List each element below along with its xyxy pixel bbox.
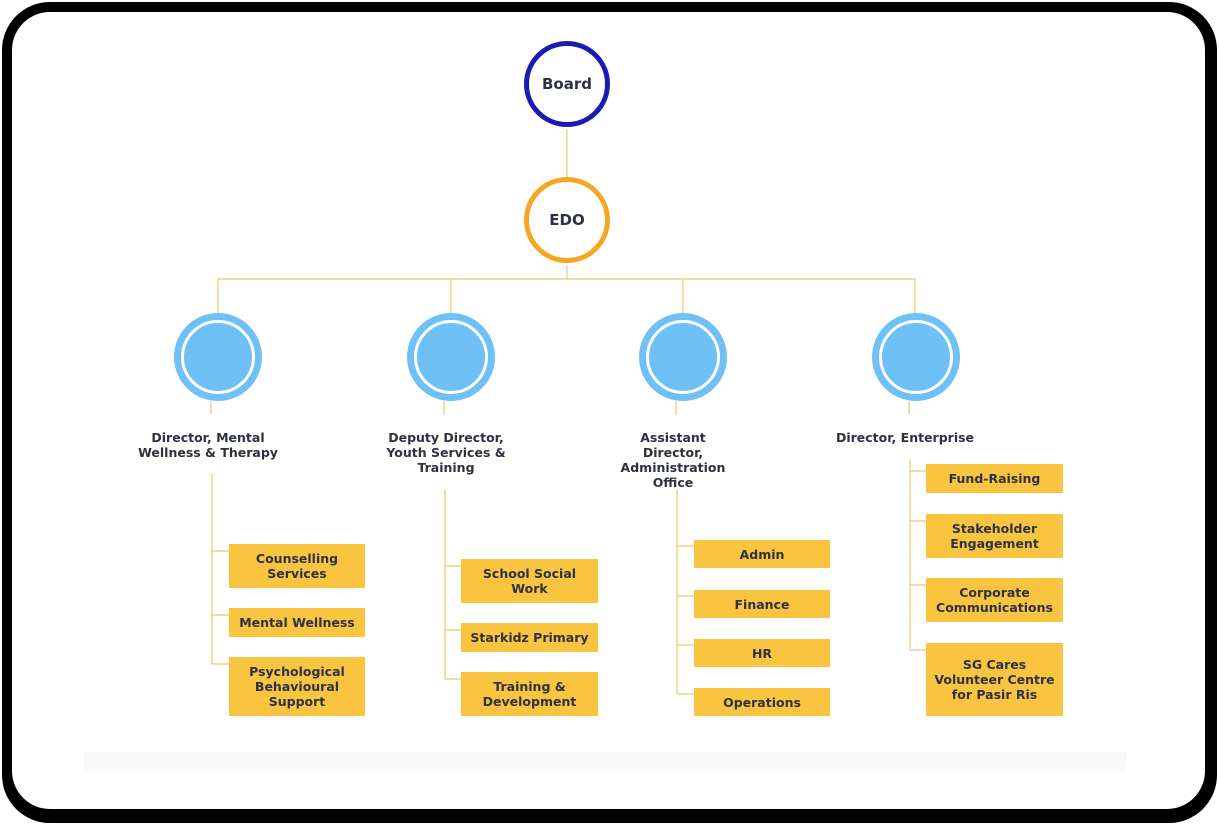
director-4-circle	[872, 313, 960, 401]
unit-finance: Finance	[694, 590, 830, 618]
board-label: Board	[542, 75, 592, 93]
unit-operations: Operations	[694, 688, 830, 716]
unit-psychological-behavioural-support: Psychological Behavioural Support	[229, 657, 365, 716]
unit-starkidz-primary: Starkidz Primary	[461, 623, 598, 652]
director-2-circle	[407, 313, 495, 401]
unit-sg-cares-volunteer-centre: SG Cares Volunteer Centre for Pasir Ris	[926, 643, 1063, 716]
unit-training-development: Training & Development	[461, 672, 598, 716]
board-node: Board	[524, 41, 610, 127]
director-3-title: Assistant Director, Administration Offic…	[620, 430, 726, 490]
director-4-title: Director, Enterprise	[835, 430, 975, 445]
director-2-title: Deputy Director, Youth Services & Traini…	[386, 430, 506, 475]
unit-admin: Admin	[694, 540, 830, 568]
director-3-circle	[639, 313, 727, 401]
edo-node: EDO	[524, 177, 610, 263]
shadow-band	[84, 752, 1126, 772]
unit-stakeholder-engagement: Stakeholder Engagement	[926, 514, 1063, 558]
unit-hr: HR	[694, 639, 830, 667]
unit-fund-raising: Fund-Raising	[926, 464, 1063, 493]
unit-school-social-work: School Social Work	[461, 559, 598, 603]
connector-lines	[210, 129, 927, 695]
unit-counselling-services: Counselling Services	[229, 544, 365, 588]
edo-label: EDO	[549, 211, 585, 229]
org-chart-card: Board EDO Director, Mental Wellness & Th…	[12, 12, 1205, 809]
director-1-title: Director, Mental Wellness & Therapy	[138, 430, 278, 460]
unit-mental-wellness: Mental Wellness	[229, 608, 365, 637]
unit-corporate-communications: Corporate Communications	[926, 578, 1063, 622]
director-1-circle	[174, 313, 262, 401]
